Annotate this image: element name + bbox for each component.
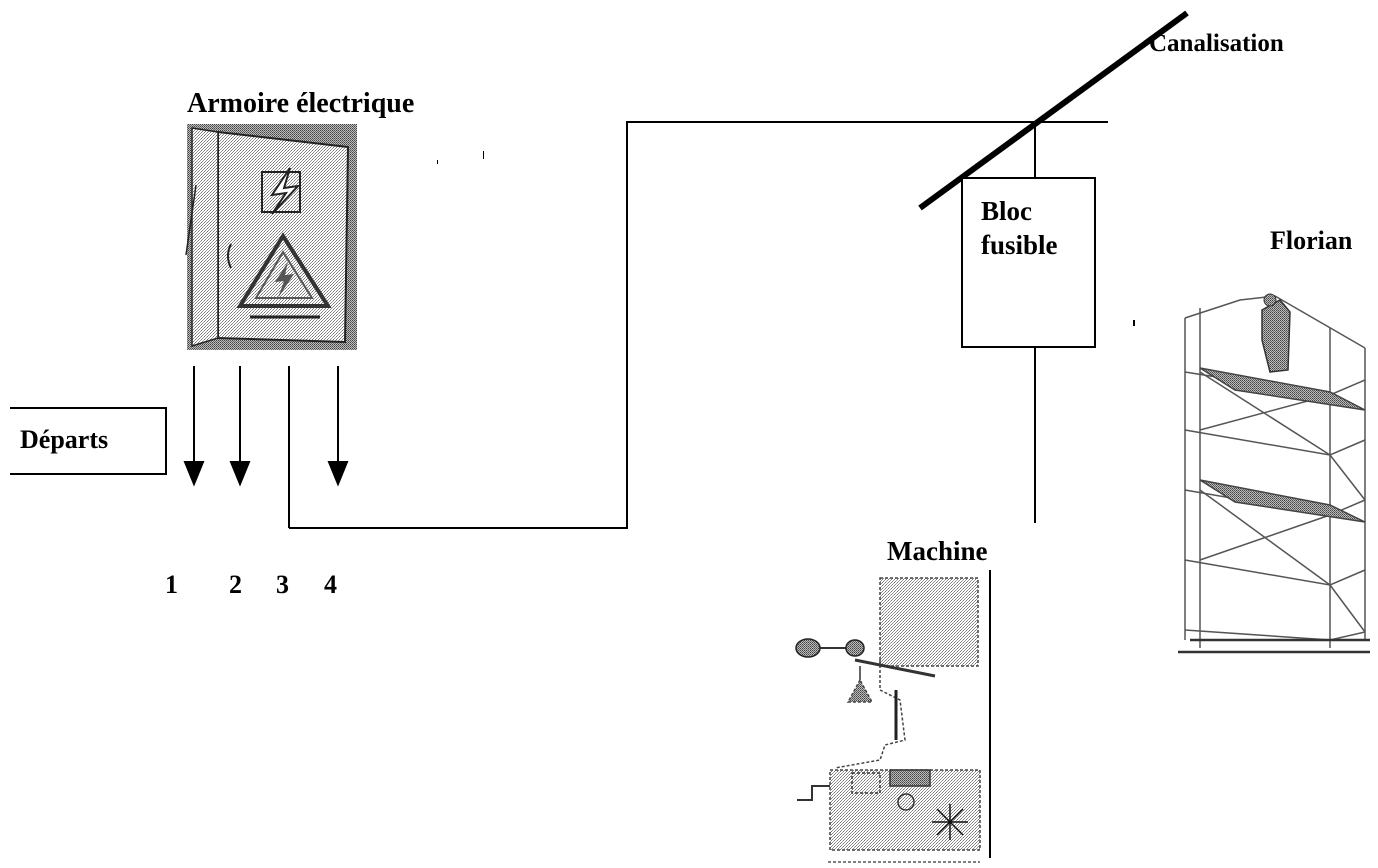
bloc-fusible-box bbox=[961, 177, 1096, 348]
departure-1-arrow bbox=[183, 461, 205, 487]
bloc-fusible-label: Bloc fusible bbox=[981, 194, 1058, 262]
cable-run bbox=[289, 121, 1108, 529]
bloc-fusible-line-1: Bloc bbox=[981, 196, 1032, 226]
machine-knob-left bbox=[795, 638, 821, 658]
electrical-cabinet-icon bbox=[185, 124, 357, 350]
departure-2-number: 2 bbox=[229, 570, 242, 599]
canalisation-label: Canalisation bbox=[1149, 30, 1284, 57]
departs-box bbox=[10, 407, 167, 475]
florian-label: Florian bbox=[1270, 226, 1353, 255]
scaffolding-icon bbox=[1178, 295, 1370, 654]
worker-head bbox=[1263, 293, 1277, 307]
scan-specks bbox=[437, 151, 1135, 326]
departure-2-arrow bbox=[229, 461, 251, 487]
scaffold-platform-upper bbox=[1199, 367, 1366, 411]
armoire-label: Armoire électrique bbox=[187, 88, 415, 119]
scaffold-platform-lower bbox=[1199, 479, 1366, 523]
machine-label: Machine bbox=[887, 536, 988, 566]
departure-3-number: 3 bbox=[276, 570, 289, 599]
departures-lines bbox=[183, 366, 349, 528]
machine-tool-icon bbox=[797, 570, 991, 863]
departure-4-arrow bbox=[327, 461, 349, 487]
departs-label: Départs bbox=[20, 425, 109, 454]
machine-knob-right bbox=[845, 639, 865, 657]
canalisation-busbar bbox=[918, 10, 1189, 211]
bloc-fusible-line-2: fusible bbox=[981, 230, 1058, 260]
departure-1-number: 1 bbox=[165, 570, 178, 599]
departure-4-number: 4 bbox=[324, 570, 337, 599]
spark-icon bbox=[932, 804, 968, 840]
worker-figure bbox=[1261, 299, 1291, 373]
